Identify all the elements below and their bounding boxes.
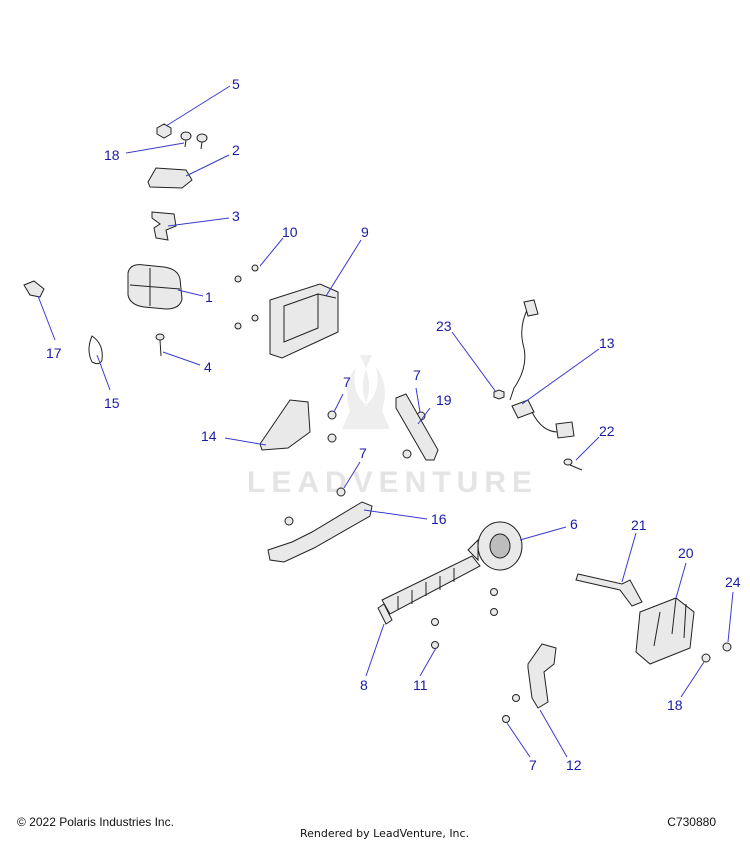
callout-11: 11 [413,677,428,693]
callout-15: 15 [104,395,120,411]
leadventure-watermark: LEADVENTURE [247,355,538,499]
part-bolt-4 [155,333,165,357]
callout-13: 13 [599,335,615,351]
part-bracket-12 [527,643,557,709]
part-harness-13 [509,299,575,439]
part-ecu-9 [269,283,339,359]
callout-18-top: 18 [104,147,120,163]
copyright-text: © 2022 Polaris Industries Inc. [17,815,174,829]
callout-24: 24 [725,574,741,590]
callout-10: 10 [282,224,298,240]
callout-16: 16 [431,511,447,527]
callout-labels: 5 18 2 3 10 9 1 17 4 15 23 13 7 7 19 14 … [46,76,741,773]
part-horn-6 [467,521,523,571]
part-bracket-19 [395,393,439,461]
part-bracket-16 [267,501,373,563]
part-nut-23 [493,389,505,400]
watermark-text: LEADVENTURE [247,466,538,499]
callout-1: 1 [205,289,213,305]
part-bolts-18-top [180,131,208,150]
callout-2: 2 [232,142,240,158]
callout-7-a: 7 [343,374,351,390]
part-bolt-24 [722,642,732,652]
callout-20: 20 [678,545,694,561]
callout-5: 5 [232,76,240,92]
callout-9: 9 [361,224,369,240]
callout-3: 3 [232,208,240,224]
callout-21: 21 [631,517,647,533]
part-fasteners-7 [327,410,426,497]
leader-lines [37,85,734,758]
part-regulator-20 [635,597,695,665]
part-bolt-18-right [701,653,711,663]
part-bolt-22 [563,458,583,471]
part-screws-11 [431,588,498,649]
rendered-by-text: Rendered by LeadVenture, Inc. [300,827,470,840]
part-nut-5 [156,123,172,139]
callout-19: 19 [436,392,452,408]
part-bracket-21 [575,573,643,607]
callout-4: 4 [204,359,212,375]
part-screw-12a [512,694,520,702]
callout-8: 8 [360,677,368,693]
callout-7-c: 7 [359,445,367,461]
callout-6: 6 [570,516,578,532]
part-bracket-2 [147,167,193,189]
part-clamp-15 [88,335,103,365]
part-screws-10 [234,264,259,330]
part-bracket-3 [151,211,177,241]
callout-23: 23 [436,318,452,334]
callout-12: 12 [566,757,582,773]
callout-7-b: 7 [413,367,421,383]
callout-17: 17 [46,345,62,361]
callout-18-right: 18 [667,697,683,713]
part-ignition-coil-1 [127,264,183,310]
part-clip-17 [23,280,45,298]
callout-7-d: 7 [529,757,537,773]
part-screw-12b [502,715,510,723]
callout-22: 22 [599,423,615,439]
part-bracket-14 [259,399,311,451]
part-fuse-block-8 [377,555,481,625]
drawing-id: C730880 [667,815,716,829]
callout-14: 14 [201,428,217,444]
part-screw-16 [284,516,294,526]
